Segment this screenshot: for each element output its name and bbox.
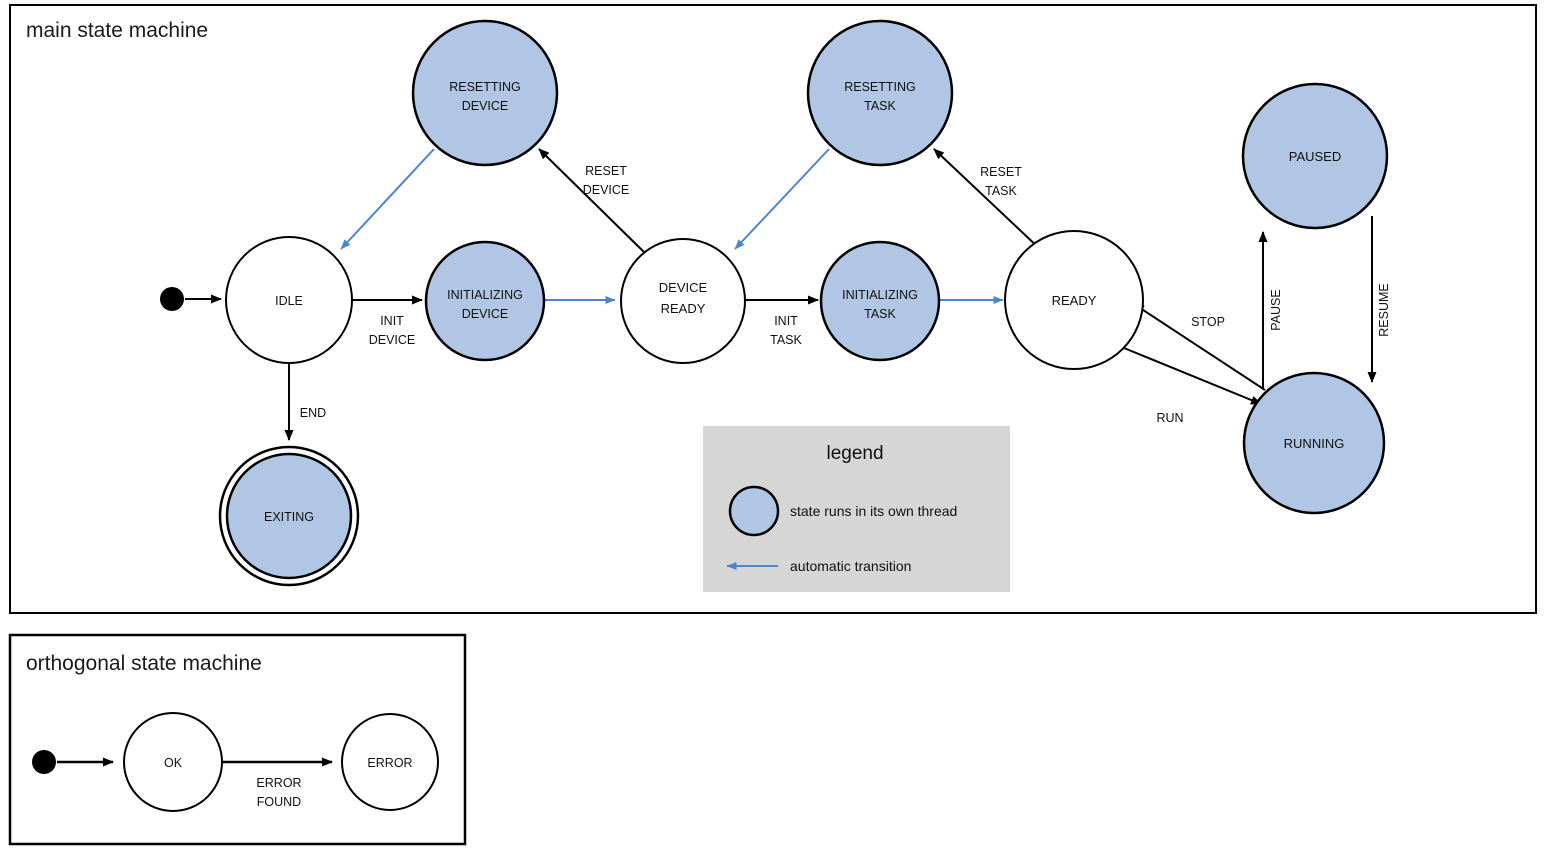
state-resetting-task-label-line1: RESETTING [844,80,916,94]
main-frame-title: main state machine [26,19,208,42]
state-paused-circle[interactable] [1241,82,1389,230]
state-resetting-task-label-line2: TASK [864,99,896,113]
edge-label-reset-task-line1: RESET [980,165,1022,179]
state-exiting-label: EXITING [264,510,314,524]
legend-title: legend [826,443,883,464]
state-resetting-task[interactable]: RESETTING TASK [806,19,954,167]
legend-threaded-state-text: state runs in its own thread [790,503,957,519]
orthogonal-transitions: ERROR FOUND [57,757,333,809]
edge-label-resume: RESUME [1377,283,1391,336]
state-resetting-device[interactable]: RESETTING DEVICE [411,19,559,167]
main-state-machine-frame: main state machine INIT DEVICE RESET DEV… [9,4,1537,614]
transition-resetting-task-to-device-ready [734,148,830,250]
state-initializing-device[interactable]: INITIALIZING DEVICE [424,240,546,362]
state-initializing-task-label-line2: TASK [864,307,896,321]
state-paused-label: PAUSED [1289,149,1342,164]
orthogonal-state-machine-frame: orthogonal state machine ERROR FOUND OK … [8,633,467,846]
state-resetting-device-label-line1: RESETTING [449,80,521,94]
state-error-label: ERROR [367,756,412,770]
state-ready-circle[interactable] [1004,230,1144,370]
orthogonal-frame-title: orthogonal state machine [26,652,262,675]
transition-running-to-ready [1133,303,1266,391]
edge-label-run: RUN [1156,411,1183,425]
state-idle-circle[interactable] [225,236,353,364]
state-resetting-device-label-line2: DEVICE [462,99,509,113]
edge-label-end: END [300,406,326,420]
state-initializing-device-label-line1: INITIALIZING [447,288,523,302]
state-idle[interactable]: IDLE [225,236,353,364]
state-exiting[interactable]: EXITING [218,445,360,587]
state-running-label: RUNNING [1284,436,1345,451]
state-resetting-device-circle[interactable] [411,19,559,167]
state-error-circle[interactable] [341,713,439,811]
state-paused[interactable]: PAUSED [1241,82,1389,230]
transition-ready-to-resetting-task [933,148,1042,251]
state-running[interactable]: RUNNING [1242,371,1386,515]
edge-label-error-found-line1: ERROR [256,776,301,790]
edge-label-reset-device-line2: DEVICE [583,183,630,197]
state-error[interactable]: ERROR [341,713,439,811]
state-resetting-task-circle[interactable] [806,19,954,167]
state-device-ready-label-line2: READY [661,301,706,316]
state-initializing-task-circle[interactable] [819,240,941,362]
orthogonal-initial-state-marker [32,750,56,774]
state-initializing-device-circle[interactable] [424,240,546,362]
state-running-circle[interactable] [1242,371,1386,515]
main-states: IDLE RESETTING DEVICE INITIALIZING DEVIC… [218,19,1389,587]
main-transitions: INIT DEVICE RESET DEVICE INIT TASK RESET… [185,148,1391,441]
state-ready-label: READY [1052,293,1097,308]
state-initializing-device-label-line2: DEVICE [462,307,509,321]
state-device-ready[interactable]: DEVICE READY [620,238,746,364]
state-initializing-task-label-line1: INITIALIZING [842,288,918,302]
state-device-ready-label-line1: DEVICE [659,280,708,295]
transition-device-ready-to-resetting-device [538,148,647,255]
state-ready[interactable]: READY [1004,230,1144,370]
edge-label-error-found-line2: FOUND [257,795,301,809]
state-ok-circle[interactable] [123,712,223,812]
edge-label-reset-device-line1: RESET [585,164,627,178]
state-initializing-task[interactable]: INITIALIZING TASK [819,240,941,362]
edge-label-init-device-line2: DEVICE [369,333,416,347]
edge-label-reset-task-line2: TASK [985,184,1017,198]
state-ok[interactable]: OK [123,712,223,812]
edge-label-init-device-line1: INIT [380,314,404,328]
state-idle-label: IDLE [275,294,303,308]
state-device-ready-circle[interactable] [620,238,746,364]
edge-label-stop: STOP [1191,315,1225,329]
state-exiting-inner-circle[interactable] [225,452,353,580]
transition-resetting-device-to-idle [340,148,435,250]
legend-auto-transition-text: automatic transition [790,558,911,574]
edge-label-init-task-line2: TASK [770,333,802,347]
legend-panel: legend state runs in its own thread auto… [703,426,1010,592]
edge-label-init-task-line1: INIT [774,314,798,328]
state-ok-label: OK [164,756,183,770]
transition-ready-to-running [1123,347,1262,405]
edge-label-pause: PAUSE [1269,289,1283,330]
legend-threaded-state-icon [728,485,780,537]
initial-state-marker [160,287,184,311]
